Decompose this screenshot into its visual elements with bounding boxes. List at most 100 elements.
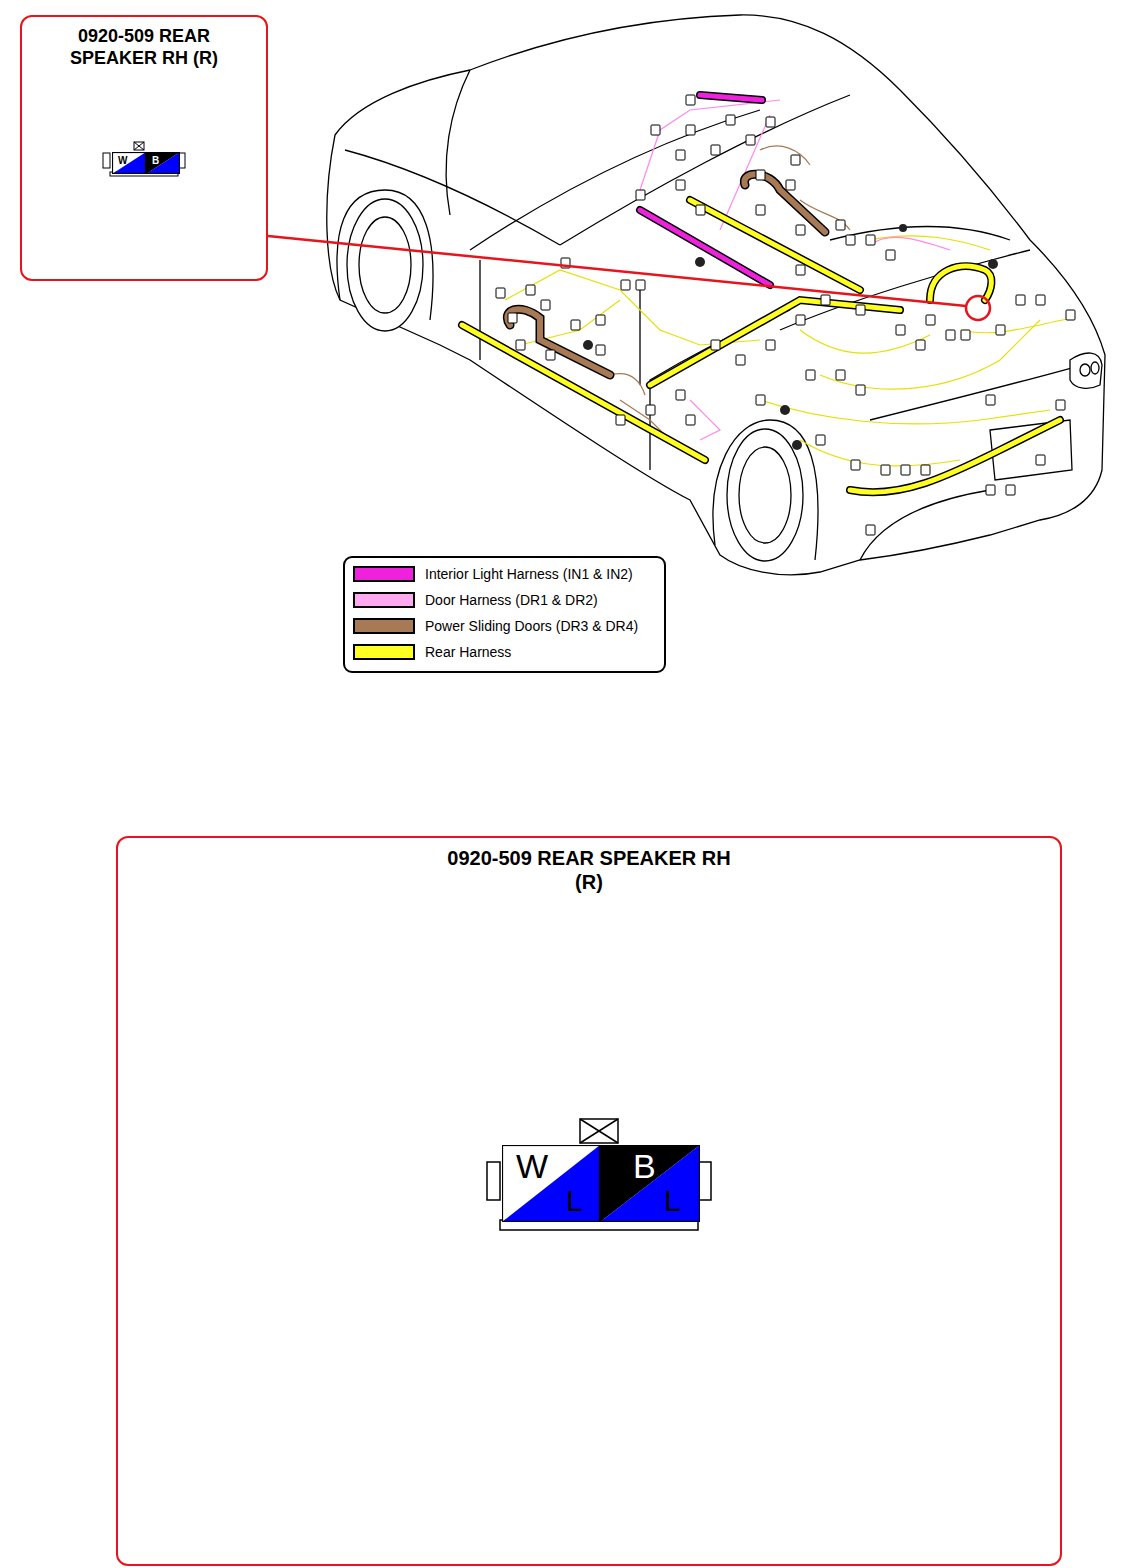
pin-outline <box>503 1146 600 1222</box>
thin-wires <box>760 400 1050 424</box>
legend-text: Power Sliding Doors (DR3 & DR4) <box>425 617 638 635</box>
grommets <box>583 340 593 350</box>
harness-bundles <box>462 325 705 460</box>
grommets <box>792 440 802 450</box>
connector-pin: BL <box>600 1145 700 1222</box>
leader-line <box>966 296 990 320</box>
legend-text: Rear Harness <box>425 643 511 661</box>
harness-bundles <box>744 174 825 232</box>
connector-block <box>1036 455 1045 465</box>
thin-wires <box>505 100 1075 466</box>
harness-bundles <box>930 266 991 300</box>
pin-lower <box>502 1145 600 1222</box>
connector-block <box>736 355 745 365</box>
harness-bundles <box>700 95 762 100</box>
pin-upper <box>600 1145 700 1222</box>
connector-block <box>516 340 525 350</box>
connector-block <box>836 220 845 230</box>
connector-block <box>676 150 685 160</box>
harness-bundles <box>850 420 1060 492</box>
thin-wires <box>870 236 990 250</box>
connector-block <box>746 135 755 145</box>
grommets <box>988 259 998 269</box>
legend-swatch <box>353 644 415 660</box>
connector-block <box>686 415 695 425</box>
thin-wires <box>820 320 1040 389</box>
connector-block <box>881 465 890 475</box>
legend-text: Interior Light Harness (IN1 & IN2) <box>425 565 633 583</box>
connector-block <box>766 340 775 350</box>
grommets <box>695 257 705 267</box>
harness-bundles <box>930 266 991 300</box>
connector-block <box>1056 400 1065 410</box>
legend-swatch <box>353 566 415 582</box>
legend-row: Power Sliding Doors (DR3 & DR4) <box>353 613 656 639</box>
connector-pin: WL <box>502 1145 600 1222</box>
connector-block <box>711 340 720 350</box>
legend-row: Interior Light Harness (IN1 & IN2) <box>353 561 656 587</box>
pin-letter: B <box>633 1147 656 1186</box>
harness-bundles <box>650 300 900 385</box>
connector-block <box>866 235 875 245</box>
pin-letter: W <box>118 155 127 167</box>
panel-title: 0920-509 REAR SPEAKER RH (R) <box>447 838 732 894</box>
harness-bundles <box>507 309 610 375</box>
connector-block <box>856 305 865 315</box>
wire-stripe-letter: L <box>566 1183 583 1218</box>
small-connector-housing <box>103 142 185 176</box>
thin-wires <box>610 374 645 395</box>
car-body <box>470 110 760 250</box>
connector-block <box>1066 310 1075 320</box>
connector-block <box>791 155 800 165</box>
panel-title: 0920-509 REAR SPEAKER RH (R) <box>54 17 234 69</box>
connector-block <box>766 117 775 127</box>
connector-block <box>526 285 535 295</box>
connector-block <box>916 340 925 350</box>
car-body <box>1070 353 1102 388</box>
connector-block <box>926 315 935 325</box>
connector-block <box>646 405 655 415</box>
car-body <box>870 360 1100 420</box>
pin-shape <box>146 152 180 174</box>
connector-block <box>651 125 660 135</box>
car-body <box>1091 362 1099 374</box>
car-body <box>327 15 1105 575</box>
connector-block <box>996 325 1005 335</box>
harness-bundles <box>507 309 610 375</box>
car-body <box>327 15 1105 575</box>
harness-bundles <box>462 325 705 460</box>
legend-box: Interior Light Harness (IN1 & IN2) Door H… <box>343 556 666 673</box>
connector-block <box>821 295 830 305</box>
large-connector-housing <box>487 1119 711 1230</box>
connector-block <box>961 330 970 340</box>
thin-wires <box>760 146 810 165</box>
connector-block <box>901 465 910 475</box>
wire-stripe-letter: L <box>664 1183 681 1218</box>
connector-block <box>946 330 955 340</box>
leader-line <box>268 236 990 320</box>
pin-lower <box>600 1145 700 1222</box>
grommets <box>780 405 790 415</box>
connector-block <box>796 315 805 325</box>
small-connector-housing <box>134 142 144 150</box>
connector-block <box>756 205 765 215</box>
pin-letter: B <box>152 155 159 167</box>
connector-block <box>1016 295 1025 305</box>
pin-lower <box>112 152 146 174</box>
connector-block <box>756 395 765 405</box>
connector-block <box>676 390 685 400</box>
harness-bundles <box>690 200 860 290</box>
connector-block <box>846 235 855 245</box>
legend-row: Door Harness (DR1 & DR2) <box>353 587 656 613</box>
car-body <box>727 429 803 561</box>
car-body <box>830 227 1010 241</box>
connector-block <box>686 125 695 135</box>
car-body <box>446 70 470 215</box>
car-body <box>347 199 423 331</box>
pin-outline <box>113 153 146 174</box>
connector-block <box>756 170 765 180</box>
car-body <box>639 290 640 385</box>
